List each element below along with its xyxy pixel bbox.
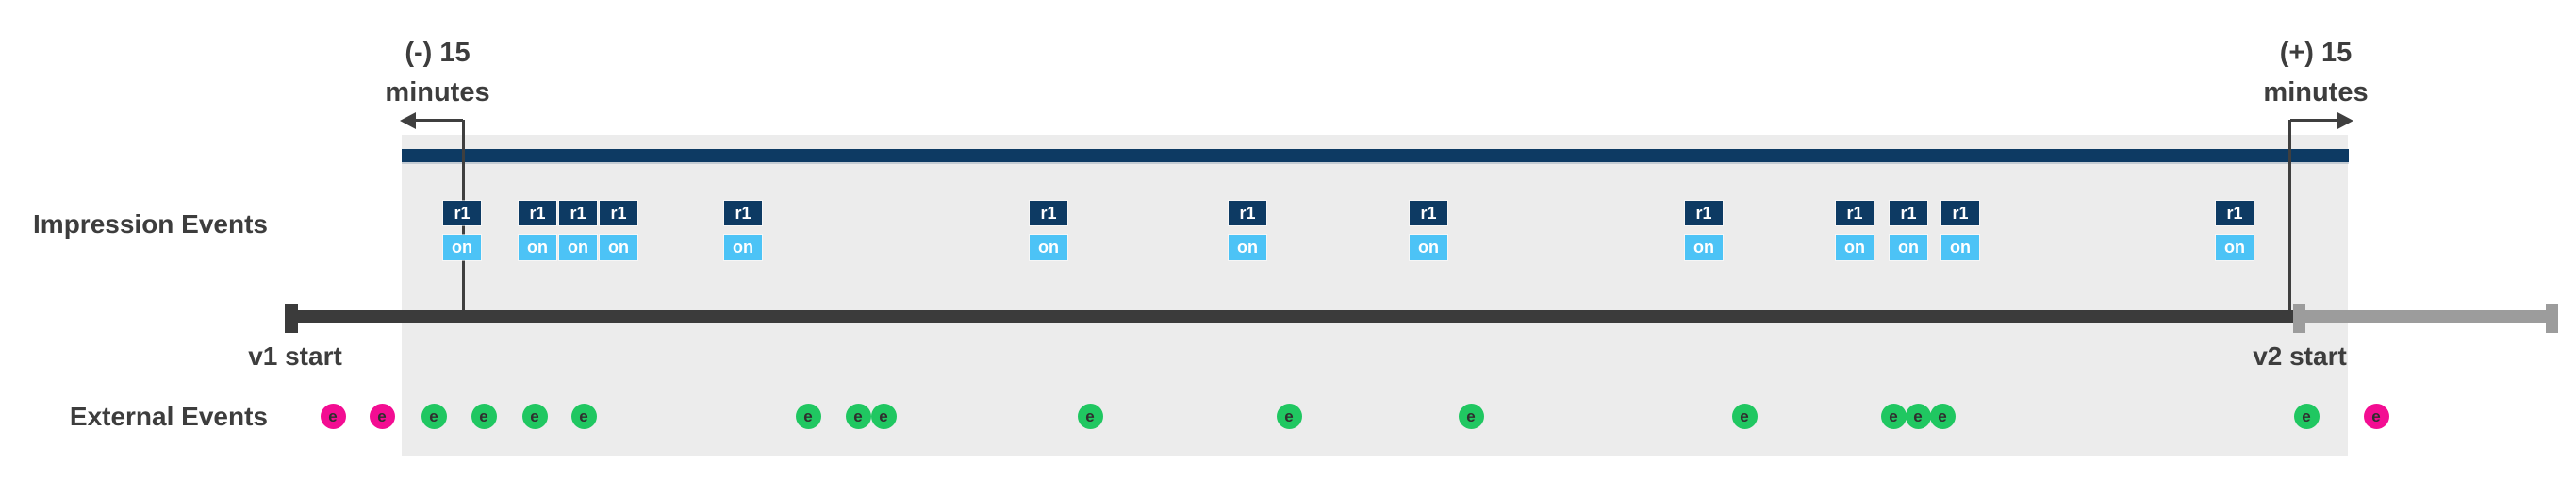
session-window-panel: [402, 135, 2348, 456]
r1-request-box: r1: [443, 201, 481, 225]
r1-request-box: r1: [1030, 201, 1067, 225]
external-event-dot: e: [1880, 404, 1907, 429]
on-status-box: on: [1229, 235, 1266, 260]
v2-start-label: v2 start: [2253, 341, 2347, 371]
before-window-label-line2: minutes: [385, 77, 490, 108]
r1-request-box: r1: [2216, 201, 2254, 225]
on-status-box: on: [600, 235, 637, 260]
v1-start-label: v1 start: [248, 341, 342, 371]
r1-request-box: r1: [559, 201, 597, 225]
external-event-dot: e: [521, 404, 548, 429]
on-status-box: on: [2216, 235, 2254, 260]
external-event-dot: e: [369, 404, 395, 429]
arrow-right-icon: [2337, 112, 2353, 129]
after-window-label-line2: minutes: [2263, 77, 2369, 108]
external-event-dot: e: [1929, 404, 1956, 429]
external-event-dot: e: [2363, 404, 2389, 429]
r1-request-box: r1: [1836, 201, 1874, 225]
external-event-dot: e: [1731, 404, 1758, 429]
session-bar: [402, 149, 2349, 162]
after-window-vertical-line: [2288, 120, 2291, 311]
r1-request-box: r1: [1890, 201, 1927, 225]
r1-request-box: r1: [1229, 201, 1266, 225]
arrow-left-icon: [400, 112, 416, 129]
external-event-dot: e: [870, 404, 897, 429]
on-status-box: on: [1685, 235, 1723, 260]
on-status-box: on: [1836, 235, 1874, 260]
before-window-label-line1: (-) 15: [405, 38, 471, 68]
external-event-dot: e: [2293, 404, 2320, 429]
external-event-dot: e: [1905, 404, 1931, 429]
external-event-dot: e: [1458, 404, 1484, 429]
external-event-dot: e: [1077, 404, 1103, 429]
on-status-box: on: [443, 235, 481, 260]
timeline-active-segment: [291, 310, 2293, 323]
r1-request-box: r1: [724, 201, 762, 225]
timeline-end-tick: [2546, 304, 2558, 333]
r1-request-box: r1: [1410, 201, 1447, 225]
external-event-dot: e: [795, 404, 821, 429]
on-status-box: on: [1410, 235, 1447, 260]
r1-request-box: r1: [600, 201, 637, 225]
external-event-dot: e: [570, 404, 597, 429]
on-status-box: on: [1890, 235, 1927, 260]
on-status-box: on: [1941, 235, 1979, 260]
after-window-horizontal-line: [2290, 119, 2340, 122]
external-events-row-label: External Events: [69, 402, 268, 431]
external-event-dot: e: [471, 404, 497, 429]
external-event-dot: e: [421, 404, 447, 429]
timeline-inactive-segment: [2304, 310, 2547, 323]
r1-request-box: r1: [1941, 201, 1979, 225]
before-window-horizontal-line: [413, 119, 463, 122]
on-status-box: on: [519, 235, 556, 260]
external-event-dot: e: [845, 404, 871, 429]
on-status-box: on: [559, 235, 597, 260]
r1-request-box: r1: [519, 201, 556, 225]
external-event-dot: e: [1276, 404, 1302, 429]
v2-start-tick: [2293, 304, 2305, 333]
after-window-label-line1: (+) 15: [2279, 38, 2353, 68]
impression-events-row-label: Impression Events: [33, 209, 268, 239]
r1-request-box: r1: [1685, 201, 1723, 225]
external-event-dot: e: [320, 404, 346, 429]
on-status-box: on: [724, 235, 762, 260]
on-status-box: on: [1030, 235, 1067, 260]
